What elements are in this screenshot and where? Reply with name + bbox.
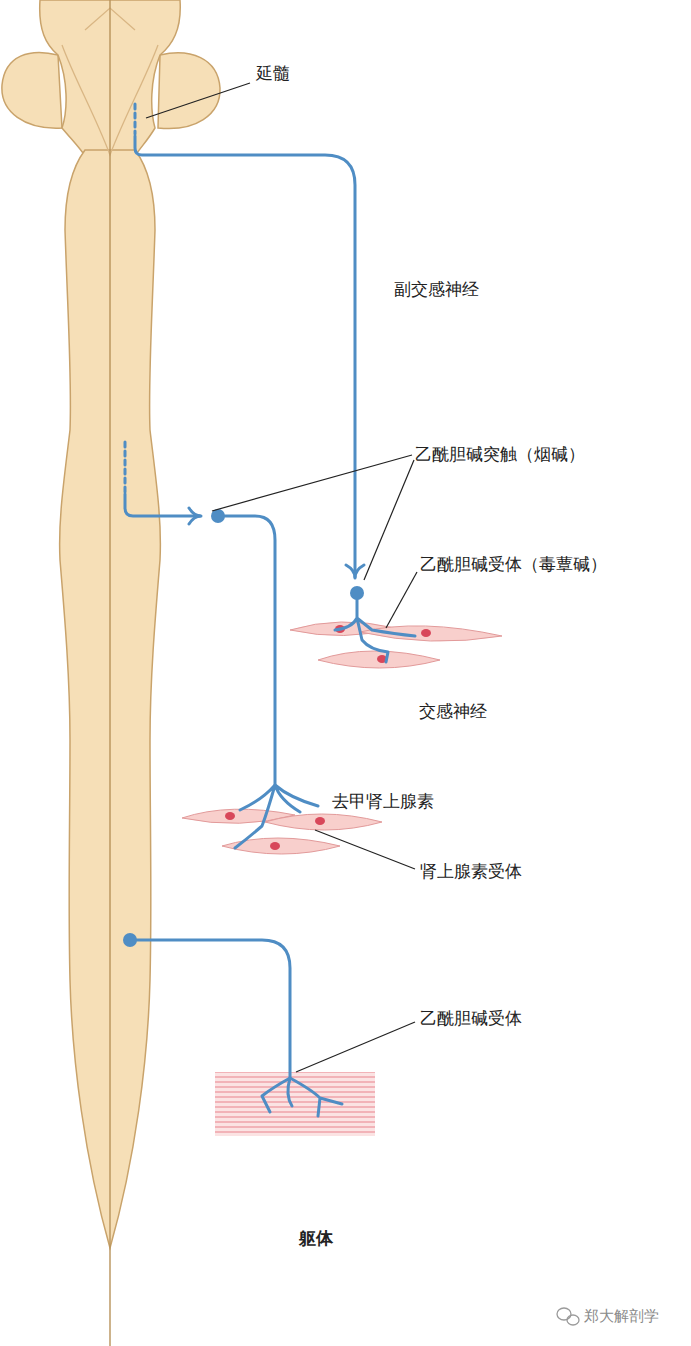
cell-nucleus <box>421 629 431 637</box>
watermark-icon <box>567 1315 579 1325</box>
region-label: 延髓 <box>256 64 290 84</box>
parasympathetic-nerve <box>135 136 355 577</box>
cell-nucleus <box>225 812 235 820</box>
parasympathetic-postganglionic <box>335 593 415 662</box>
brainstem-lobe-left <box>2 53 62 129</box>
smooth-muscle-cell <box>360 626 502 641</box>
region-label: 躯体 <box>299 1229 333 1249</box>
leader-line <box>315 830 415 869</box>
leader-line <box>386 572 417 628</box>
cell-nucleus <box>270 842 280 850</box>
receptor-label: 肾上腺素受体 <box>420 862 522 882</box>
preganglionic-origin <box>124 442 127 492</box>
receptor-label: 乙酰胆碱受体（毒蕈碱） <box>420 555 607 575</box>
cell-nucleus <box>315 817 325 825</box>
nerve-label: 交感神经 <box>419 702 487 722</box>
midline <box>109 0 110 1346</box>
leader-line <box>296 1022 415 1072</box>
sympathetic-preganglionic <box>125 494 200 516</box>
neuron-body <box>350 586 364 600</box>
synapse-label: 乙酰胆碱突触（烟碱） <box>415 445 585 465</box>
leader-line <box>212 455 412 511</box>
watermark-icon <box>557 1308 571 1320</box>
receptor-label: 乙酰胆碱受体 <box>420 1009 522 1029</box>
neuron-body <box>123 933 137 947</box>
watermark: 郑大解剖学 <box>584 1307 659 1325</box>
synapse-fork <box>189 508 201 524</box>
sympathetic-branches <box>235 785 318 848</box>
skeletal-muscle <box>215 1072 375 1136</box>
sympathetic-postganglionic <box>218 516 275 785</box>
brainstem-lobe-right <box>158 53 220 129</box>
somatic-nerve <box>130 940 290 1078</box>
leader-line <box>364 460 414 580</box>
motor-endplate <box>262 1078 342 1116</box>
preganglionic-origin <box>134 104 137 134</box>
nerve-label: 副交感神经 <box>394 280 479 300</box>
transmitter-label: 去甲肾上腺素 <box>332 792 434 812</box>
smooth-muscle-cell <box>318 651 440 668</box>
synapse-fork <box>346 565 364 578</box>
leader-line <box>146 83 250 118</box>
smooth-muscle-cell <box>265 814 382 830</box>
